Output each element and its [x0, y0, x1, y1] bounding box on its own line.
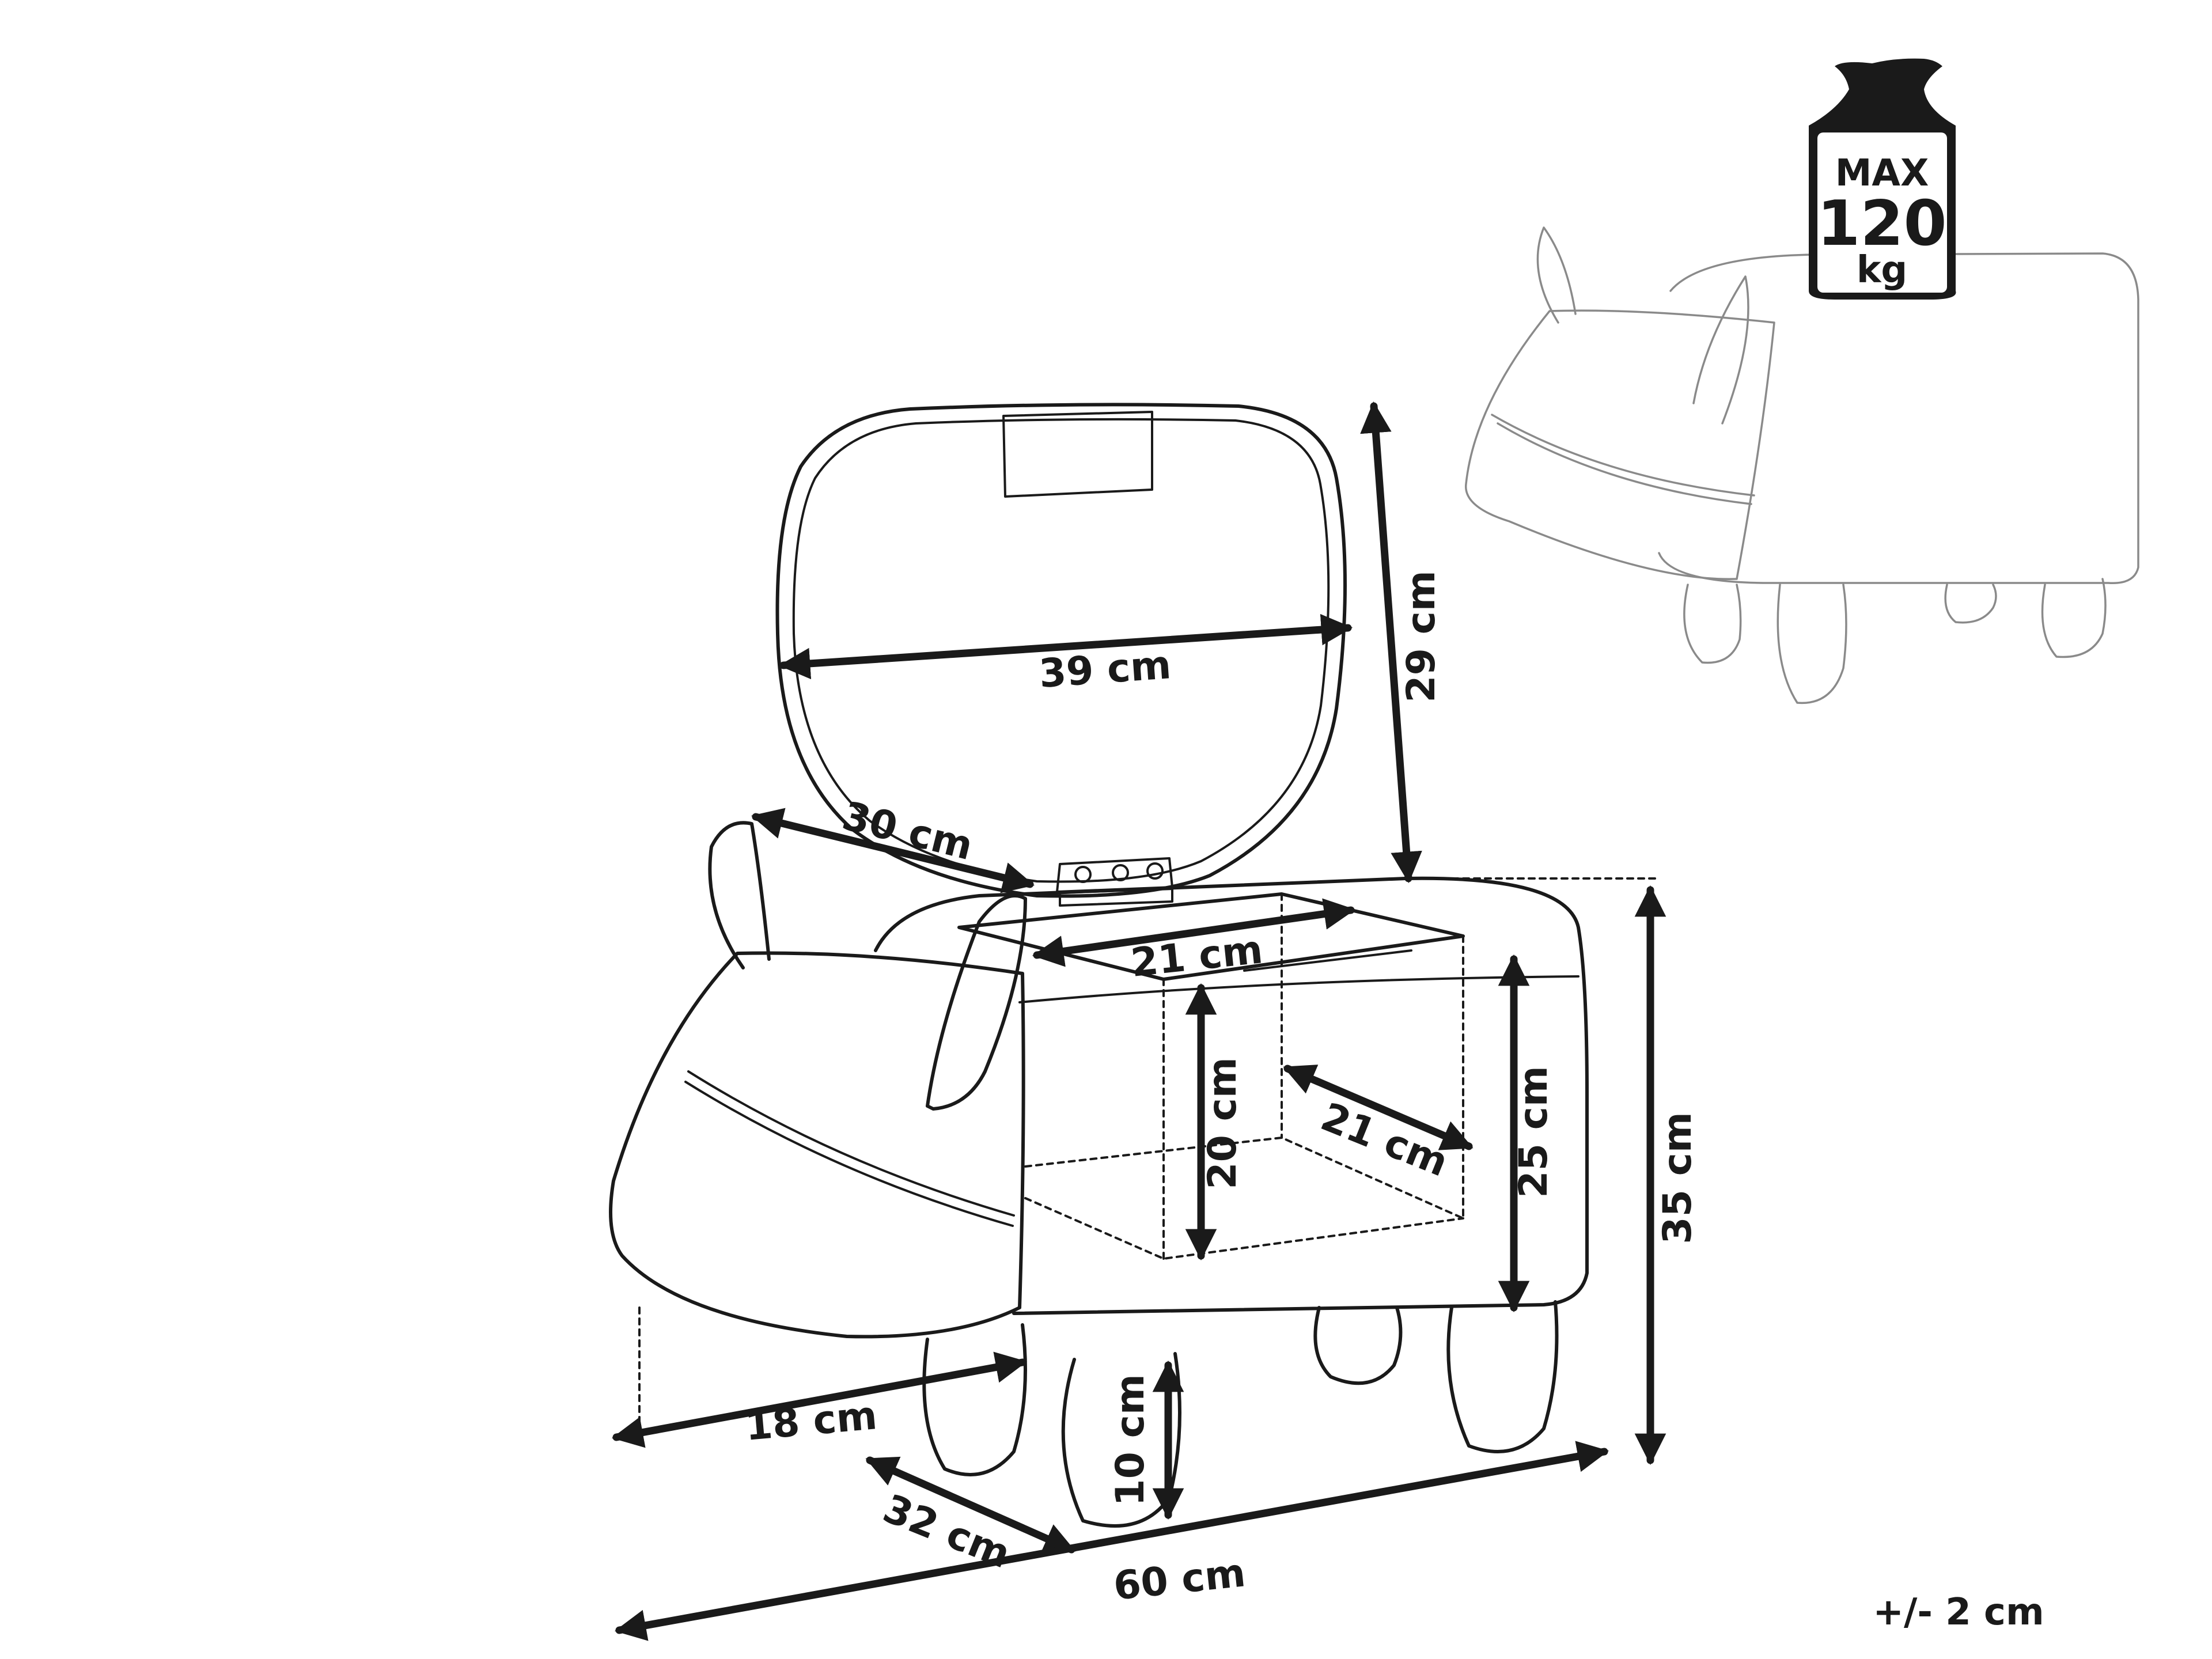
lid-inner — [792, 418, 1330, 883]
head — [609, 951, 1025, 1339]
preview-leg-4 — [2041, 578, 2107, 658]
dimension-arrows — [611, 401, 1666, 1641]
label-head-depth: 18 cm — [743, 1393, 878, 1450]
badge-line-max: MAX — [1835, 152, 1929, 195]
tolerance-note: +/- 2 cm — [1873, 1591, 2044, 1634]
leg-back-left — [1313, 1306, 1403, 1385]
leg-back-right — [1446, 1300, 1559, 1453]
ear-left — [708, 821, 771, 969]
head-seam — [687, 1070, 1015, 1217]
badge-line-unit: kg — [1857, 249, 1907, 291]
label-leg-height: 10 cm — [1108, 1374, 1153, 1506]
label-storage-height: 20 cm — [1200, 1057, 1245, 1189]
label-total-depth: 32 cm — [877, 1486, 1016, 1578]
label-total-height: 35 cm — [1655, 1112, 1700, 1244]
body-seam — [1018, 975, 1580, 1003]
arrow-head-depth — [611, 1351, 1028, 1448]
preview-leg-1 — [1683, 584, 1742, 664]
ear-right — [926, 894, 1027, 1111]
arrow-storage-depth — [1283, 1065, 1474, 1150]
max-weight-badge: MAX 120 kg — [1809, 58, 1956, 300]
preview-seam — [1491, 414, 1755, 497]
arrow-total-length — [614, 1441, 1609, 1641]
arrow-lid-depth — [1360, 401, 1422, 884]
arrow-storage-width — [1032, 898, 1356, 967]
preview-leg-3 — [1944, 584, 1997, 624]
preview-ear-right — [1692, 275, 1749, 425]
lid-label-patch — [1002, 411, 1153, 498]
label-lid-depth: 29 cm — [1399, 570, 1444, 702]
preview-head — [1465, 309, 1775, 580]
lid-outer — [775, 403, 1347, 898]
label-body-height: 25 cm — [1511, 1066, 1556, 1198]
preview-ear-left — [1536, 226, 1577, 324]
body — [874, 876, 1589, 1315]
arrow-lid-diagonal — [751, 808, 1035, 893]
leg-front-left — [922, 1323, 1027, 1476]
badge-line-value: 120 — [1817, 188, 1946, 260]
label-total-length: 60 cm — [1111, 1550, 1247, 1609]
dimension-labels: 39 cm 29 cm 30 cm 21 cm 21 cm 20 cm 25 c… — [743, 570, 2044, 1634]
label-lid-width: 39 cm — [1037, 642, 1172, 697]
arrow-lid-width — [778, 613, 1353, 680]
preview-leg-2 — [1777, 584, 1847, 704]
product-preview: MAX 120 kg — [1465, 58, 2139, 704]
